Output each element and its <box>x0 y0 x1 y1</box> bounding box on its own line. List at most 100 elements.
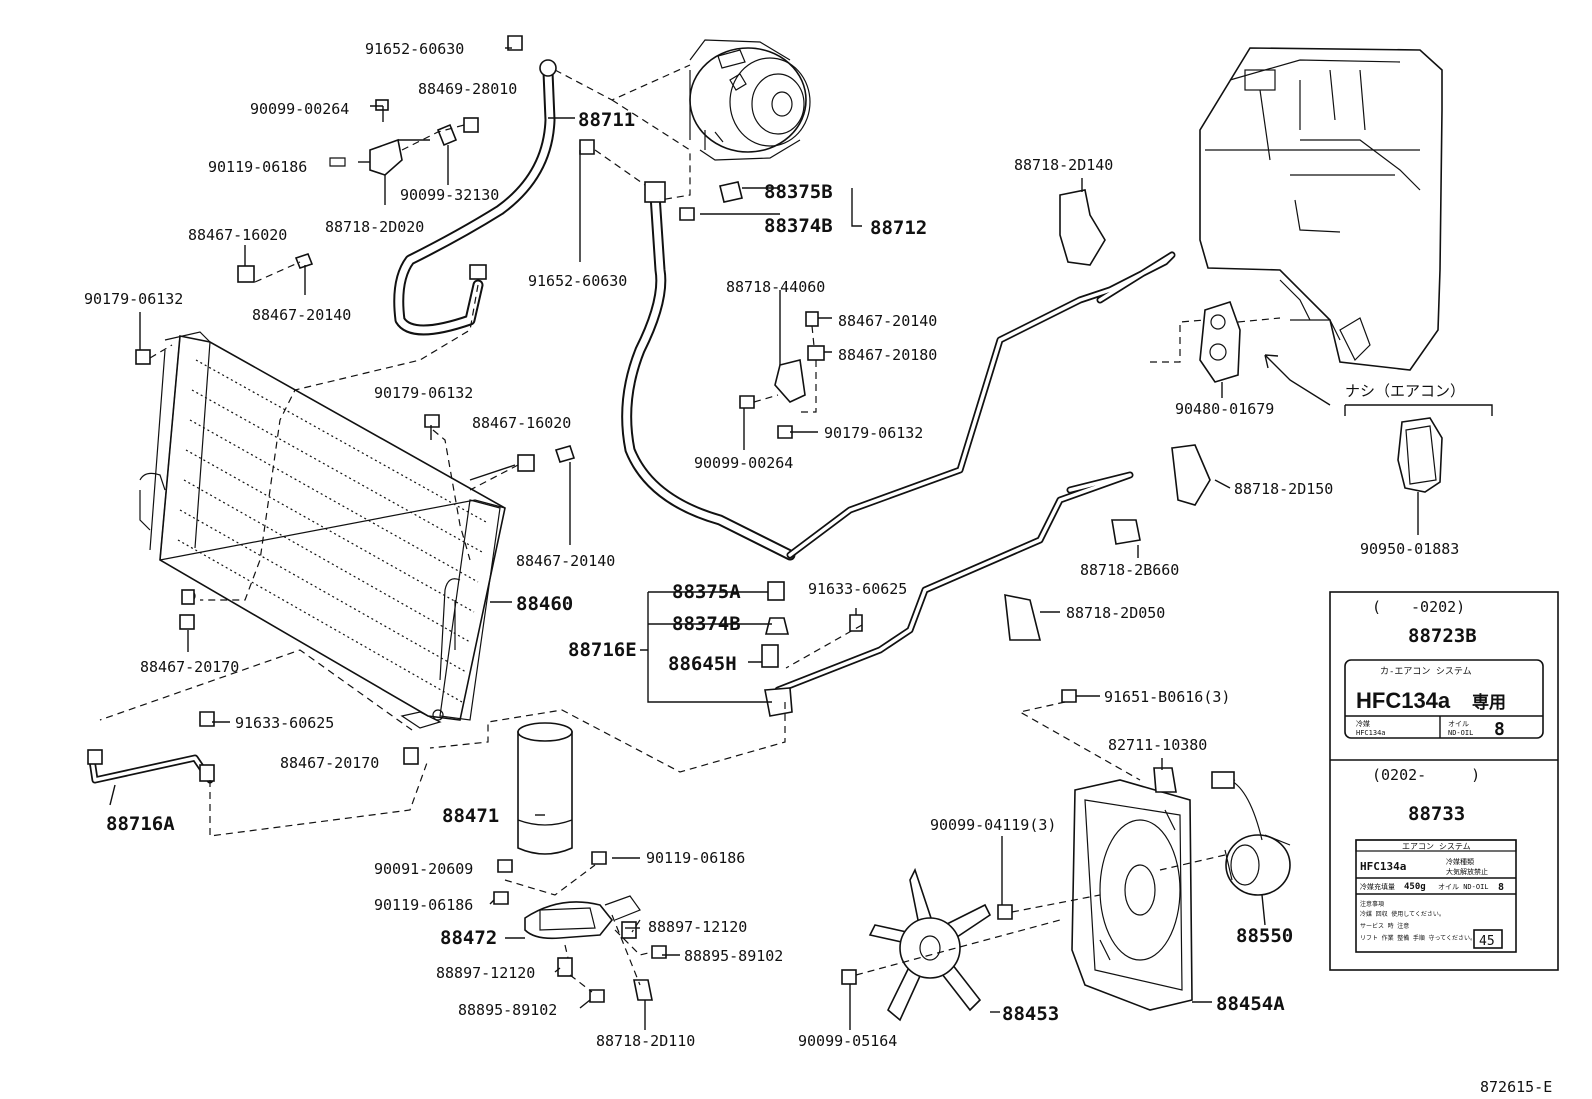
part-label: 88454A <box>1216 993 1285 1015</box>
part-label: 90099-04119(3) <box>930 816 1056 834</box>
part-label: 88718-2D140 <box>1014 156 1113 174</box>
plug-90950-drawing <box>1397 417 1443 493</box>
part-label: 88374B <box>672 613 741 635</box>
small-parts-drawing <box>135 35 1211 1003</box>
fan-blade-drawing <box>868 867 992 1022</box>
part-label: 88375A <box>672 581 741 603</box>
reference-code: 872615-E <box>1480 1078 1552 1096</box>
part-label: 88716A <box>106 813 175 835</box>
part-label: 88895-89102 <box>458 1001 557 1019</box>
part-label: 91652-60630 <box>365 40 464 58</box>
label-oil-value-1: ND-OIL <box>1448 729 1473 737</box>
part-label: 91633-60625 <box>808 580 907 598</box>
part-label: 90099-00264 <box>250 100 349 118</box>
part-labels: 91652-60630 88469-28010 90099-00264 8871… <box>84 40 1552 1096</box>
part-label: 88467-20170 <box>280 754 379 772</box>
bracket-88472-drawing <box>524 895 641 940</box>
label-oil-number-1: 8 <box>1494 719 1505 740</box>
part-label: 88467-16020 <box>472 414 571 432</box>
part-label: 88716E <box>568 639 637 661</box>
part-label: 88897-12120 <box>648 918 747 936</box>
part-label: 88467-16020 <box>188 226 287 244</box>
label-oil-value-2: オイル ND-OIL <box>1438 883 1489 891</box>
label-part-no-2: 88733 <box>1408 803 1465 825</box>
label-note-line-4: リフト 作業 整備 手順 守ってください。 <box>1360 934 1476 942</box>
part-label: 90119-06186 <box>374 896 473 914</box>
label-type-caption-1: 冷媒 <box>1356 719 1370 728</box>
part-label: 88453 <box>1002 1003 1059 1025</box>
label-refrigerant-note-2b: 大気解放禁止 <box>1446 867 1488 876</box>
fan-motor-drawing <box>1211 771 1291 896</box>
part-label: 90119-06186 <box>646 849 745 867</box>
part-label: 88467-20140 <box>516 552 615 570</box>
label-oil-number-2: 8 <box>1498 882 1504 893</box>
part-label: 91633-60625 <box>235 714 334 732</box>
part-label: 90179-06132 <box>84 290 183 308</box>
part-label: 90099-05164 <box>798 1032 897 1050</box>
part-label: 90950-01883 <box>1360 540 1459 558</box>
label-refrigerant-suffix-1: 専用 <box>1472 693 1506 713</box>
part-label: 88718-2D050 <box>1066 604 1165 622</box>
part-label: 88718-2D020 <box>325 218 424 236</box>
part-label: 88467-20180 <box>838 346 937 364</box>
label-refrigerant-1: HFC134a <box>1356 688 1451 713</box>
part-label: 88471 <box>442 805 499 827</box>
label-charge-caption-2: 冷媒充填量 <box>1360 882 1395 891</box>
label-note-line-3: サービス 時 注意 <box>1360 922 1409 930</box>
part-label: 88712 <box>870 217 927 239</box>
label-charge-value-2: 450g <box>1404 882 1426 892</box>
leader-lines <box>99 47 1493 1030</box>
part-label: 88895-89102 <box>684 947 783 965</box>
part-label: 90480-01679 <box>1175 400 1274 418</box>
part-label: 88718-44060 <box>726 278 825 296</box>
evaporator-unit-drawing <box>1199 47 1443 371</box>
discharge-hose-88711-drawing <box>393 59 557 336</box>
part-label: 88467-20140 <box>252 306 351 324</box>
part-label: 88718-2B660 <box>1080 561 1179 579</box>
label-box-number-2: 45 <box>1479 934 1495 949</box>
part-label: 88469-28010 <box>418 80 517 98</box>
liquid-tube-88716E-drawing <box>764 471 1134 717</box>
suction-hose-88712-drawing <box>621 181 1176 561</box>
part-label: 88550 <box>1236 925 1293 947</box>
label-period-1: ( -0202) <box>1372 598 1465 616</box>
part-label: 82711-10380 <box>1108 736 1207 754</box>
label-note-line-1: 注意事項 <box>1360 900 1384 908</box>
part-label: 88645H <box>668 653 737 675</box>
part-label: 88718-2D110 <box>596 1032 695 1050</box>
part-label: 90179-06132 <box>824 424 923 442</box>
compressor-drawing <box>689 39 811 161</box>
part-label: 90119-06186 <box>208 158 307 176</box>
part-label: 90091-20609 <box>374 860 473 878</box>
label-header-2: エアコン システム <box>1402 842 1471 851</box>
part-label: 88472 <box>440 927 497 949</box>
part-label: 88460 <box>516 593 573 615</box>
part-label: 88374B <box>764 215 833 237</box>
part-label: 88711 <box>578 109 635 131</box>
label-refrigerant-2: HFC134a <box>1360 860 1406 873</box>
receiver-dryer-drawing <box>517 722 573 855</box>
label-header-1: カ-エアコン システム <box>1380 666 1472 677</box>
part-label: 88375B <box>764 181 833 203</box>
label-period-2: (0202- ) <box>1372 766 1480 784</box>
part-label: 88897-12120 <box>436 964 535 982</box>
part-label: 91651-B0616(3) <box>1104 688 1230 706</box>
label-oil-caption-1: オイル <box>1448 720 1469 728</box>
label-note-line-2: 冷媒 回収 使用してください。 <box>1360 910 1445 918</box>
label-type-value-1: HFC134a <box>1356 729 1386 737</box>
label-refrigerant-note-2a: 冷媒種類 <box>1446 857 1474 866</box>
part-label: 88467-20140 <box>838 312 937 330</box>
label-part-no-1: 88723B <box>1408 625 1477 647</box>
note-without-ac: ナシ（エアコン） <box>1345 382 1465 400</box>
part-label: 90179-06132 <box>374 384 473 402</box>
condenser-drawing <box>139 331 506 729</box>
fan-shroud-drawing <box>1071 779 1193 1011</box>
part-label: 91652-60630 <box>528 272 627 290</box>
part-label: 88467-20170 <box>140 658 239 676</box>
tube-88716A-drawing <box>87 749 215 784</box>
warning-label-box: ( -0202) 88723B カ-エアコン システム HFC134a 専用 冷… <box>1329 591 1559 971</box>
part-label: 88718-2D150 <box>1234 480 1333 498</box>
part-label: 90099-32130 <box>400 186 499 204</box>
part-label: 90099-00264 <box>694 454 793 472</box>
